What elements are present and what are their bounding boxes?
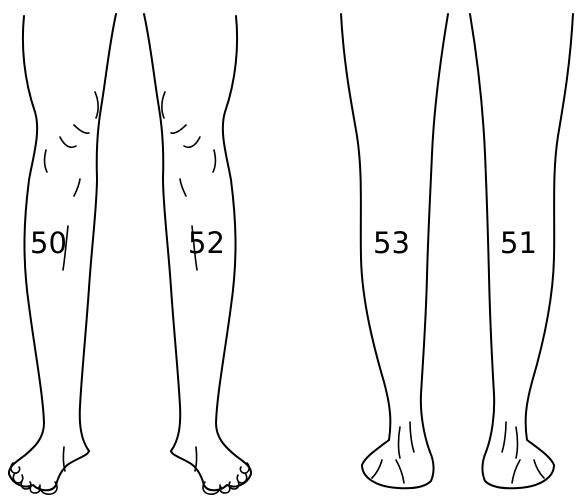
region-label-52: 52 <box>188 226 225 260</box>
back-leg-right-achilles-2 <box>502 422 506 452</box>
front-leg-right-ankle-mark <box>195 447 197 471</box>
back-leg-right-inner-contour <box>470 14 494 452</box>
front-leg-right-toe-1 <box>240 463 249 473</box>
front-leg-left-inner-contour <box>80 14 116 451</box>
back-leg-left-achilles-1 <box>399 427 401 458</box>
front-leg-right-shin-mark-1 <box>213 150 215 172</box>
front-leg-left-toe-1 <box>11 463 20 473</box>
back-leg-left-heel-crease-1 <box>396 460 404 483</box>
back-leg-left-heel-crease-2 <box>372 460 382 478</box>
back-leg-right-heel-crease-1 <box>512 460 520 483</box>
back-leg-right-heel-crease-2 <box>534 460 544 478</box>
front-leg-right-shin-mark-2 <box>180 179 186 196</box>
region-label-51: 51 <box>500 226 537 260</box>
front-leg-left-knee-crease-2 <box>74 125 89 133</box>
front-leg-left-shin-mark-1 <box>45 150 47 172</box>
front-leg-right-toe-3 <box>229 481 239 489</box>
back-leg-left-inner-contour <box>421 14 448 452</box>
front-leg-left-ankle-mark <box>63 447 65 471</box>
front-leg-right-knee-crease-2 <box>171 125 186 133</box>
back-leg-left-achilles-2 <box>410 422 414 452</box>
front-leg-right-knee-crease-3 <box>162 92 165 118</box>
back-leg-right-achilles-1 <box>516 427 518 458</box>
front-leg-left-knee-crease-3 <box>95 92 98 118</box>
front-leg-left-knee-crease-1 <box>60 137 76 147</box>
region-label-53: 53 <box>373 226 410 260</box>
front-leg-right-knee-crease-1 <box>184 137 200 147</box>
front-leg-left-toe-3 <box>21 481 31 489</box>
region-label-50: 50 <box>30 226 67 260</box>
front-leg-left-shin-mark-2 <box>74 179 80 196</box>
front-leg-right-inner-contour <box>144 14 180 451</box>
